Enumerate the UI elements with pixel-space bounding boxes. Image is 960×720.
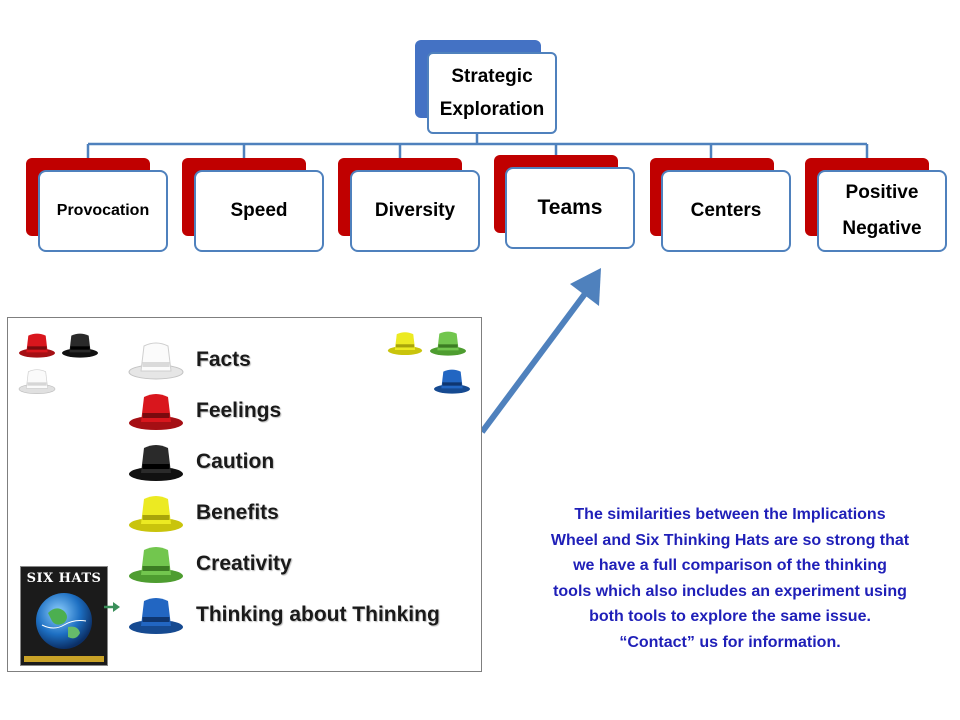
node-teams: Teams	[505, 167, 635, 249]
hat-label: Facts	[196, 348, 251, 371]
comparison-note: The similarities between the Implication…	[510, 502, 950, 655]
node-label: Centers	[690, 200, 762, 221]
note-line: we have a full comparison of the thinkin…	[573, 557, 887, 574]
small-arrow-icon	[104, 602, 120, 612]
node-label: Teams	[537, 196, 603, 219]
six-hats-panel: Facts Feelings Caution Benefits	[7, 317, 482, 672]
blue-hat-icon	[129, 598, 183, 634]
node-diversity: Diversity	[350, 170, 480, 252]
black-hat-icon	[62, 333, 98, 358]
hat-row-feelings: Feelings	[126, 389, 281, 433]
node-positive-negative: Positive Negative	[817, 170, 947, 252]
note-line: Wheel and Six Thinking Hats are so stron…	[550, 531, 910, 549]
yellow-hat-icon	[387, 332, 423, 356]
blue-hat-icon	[434, 369, 470, 394]
white-hat-icon	[18, 369, 56, 394]
hat-label: Thinking about Thinking	[196, 603, 440, 626]
green-hat-icon	[129, 547, 183, 583]
node-label: Provocation	[56, 202, 150, 219]
green-hat-icon	[430, 331, 466, 356]
node-label-line2: Negative	[842, 218, 922, 239]
hat-row-facts: Facts	[126, 338, 251, 382]
node-label-line1: Positive	[845, 182, 919, 203]
six-hats-book-cover-icon: SIX HATS	[20, 566, 108, 666]
red-hat-icon	[129, 394, 183, 430]
node-provocation: Provocation	[38, 170, 168, 252]
note-line: “Contact” us for information.	[619, 633, 841, 651]
node-label: Diversity	[374, 200, 456, 221]
arrow-head-icon	[570, 268, 601, 306]
red-hat-icon	[19, 333, 55, 358]
hat-row-creativity: Creativity	[126, 542, 292, 586]
white-hat-icon	[128, 342, 184, 380]
note-line: both tools to explore the same issue.	[589, 608, 871, 625]
hat-label: Benefits	[196, 501, 279, 524]
hat-label: Feelings	[196, 399, 282, 422]
root-node-line2: Exploration	[439, 99, 545, 120]
node-centers: Centers	[661, 170, 791, 252]
note-line: tools which also includes an experiment …	[553, 582, 907, 600]
book-title: SIX HATS	[26, 571, 102, 586]
hat-label: Caution	[196, 450, 275, 473]
note-line: The similarities between the Implication…	[574, 506, 886, 523]
black-hat-icon	[129, 445, 183, 481]
root-node: Strategic Exploration	[427, 52, 557, 134]
arrow-shaft	[479, 285, 593, 434]
book-footer-bar	[24, 656, 104, 662]
globe-icon	[36, 593, 92, 649]
node-label: Speed	[230, 200, 288, 221]
hat-label: Creativity	[196, 552, 292, 575]
hat-row-caution: Caution	[126, 440, 274, 484]
yellow-hat-icon	[129, 496, 183, 532]
hat-row-benefits: Benefits	[126, 491, 279, 535]
hat-row-thinking: Thinking about Thinking	[126, 593, 440, 637]
root-node-line1: Strategic	[451, 66, 533, 87]
node-speed: Speed	[194, 170, 324, 252]
